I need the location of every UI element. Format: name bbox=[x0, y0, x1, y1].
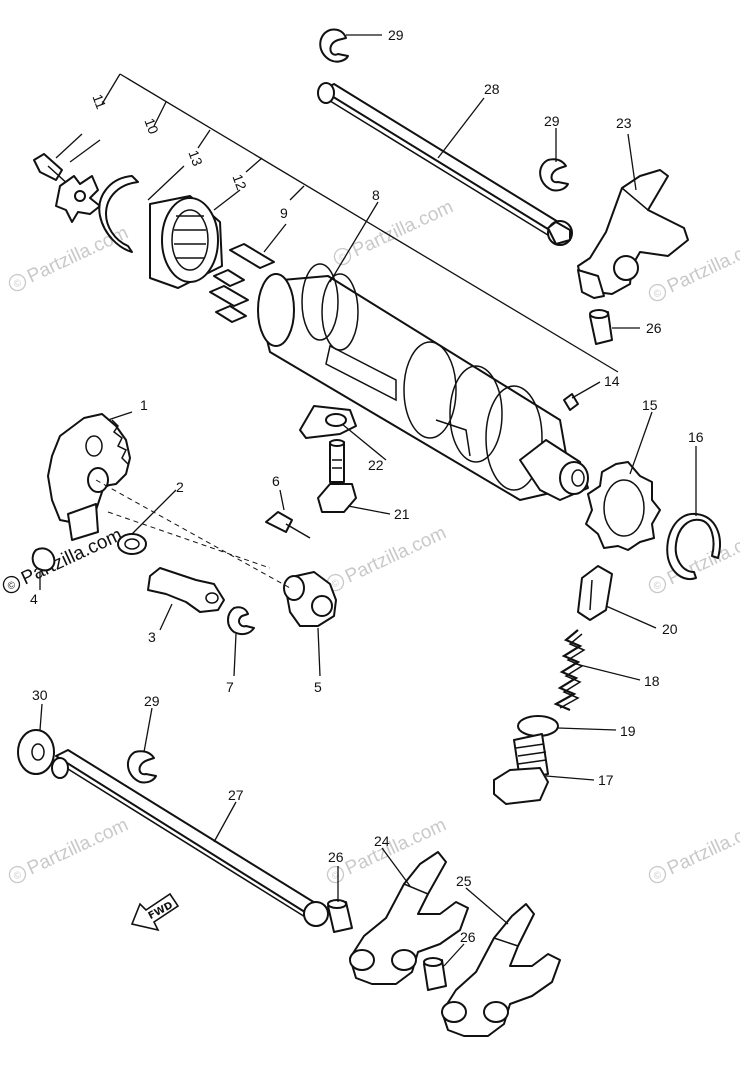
part-26-pin-top bbox=[589, 309, 613, 345]
alignment-line bbox=[107, 511, 271, 569]
callout-17: 17 bbox=[598, 772, 614, 788]
svg-text:©: © bbox=[652, 579, 664, 592]
svg-text:©: © bbox=[12, 277, 24, 290]
callout-25: 25 bbox=[456, 873, 472, 889]
part-1-segment-plate bbox=[47, 413, 131, 541]
svg-text:©: © bbox=[652, 287, 664, 300]
svg-text:©: © bbox=[12, 869, 24, 882]
part-6-screw bbox=[265, 511, 311, 539]
part-29-clip-top bbox=[319, 28, 349, 63]
part-20-plunger bbox=[577, 565, 613, 621]
callout-30: 30 bbox=[32, 687, 48, 703]
part-15-star-plate bbox=[585, 461, 661, 551]
svg-text:Partzilla.com: Partzilla.com bbox=[24, 222, 131, 287]
part-25-shift-fork bbox=[441, 903, 561, 1037]
callout-16: 16 bbox=[688, 429, 704, 445]
watermark: © Partzilla.com bbox=[648, 814, 740, 884]
callout-8: 8 bbox=[372, 187, 380, 203]
callout-10: 10 bbox=[141, 116, 161, 136]
callout-23: 23 bbox=[616, 115, 632, 131]
part-22-plate bbox=[299, 405, 357, 439]
callout-20: 20 bbox=[662, 621, 678, 637]
callout-28: 28 bbox=[484, 81, 500, 97]
callout-27: 27 bbox=[228, 787, 244, 803]
watermark: © Partzilla.com bbox=[333, 196, 457, 266]
part-27-shift-shaft bbox=[51, 749, 329, 927]
callout-22: 22 bbox=[368, 457, 384, 473]
watermark: © Partzilla.com bbox=[8, 814, 132, 884]
callout-labels: 29 28 29 23 11 10 13 12 9 8 26 14 15 16 … bbox=[30, 27, 704, 945]
callout-24: 24 bbox=[374, 833, 390, 849]
callout-7: 7 bbox=[226, 679, 234, 695]
callout-9: 9 bbox=[280, 205, 288, 221]
callout-26-bottom: 26 bbox=[460, 929, 476, 945]
callout-12: 12 bbox=[229, 172, 249, 192]
svg-text:©: © bbox=[652, 869, 664, 882]
callout-15: 15 bbox=[642, 397, 658, 413]
fwd-direction-arrow: FWD bbox=[130, 892, 180, 932]
watermark: © Partzilla.com bbox=[648, 524, 740, 594]
svg-text:Partzilla.com: Partzilla.com bbox=[24, 814, 131, 879]
part-28-shift-shaft bbox=[317, 82, 573, 246]
callout-14: 14 bbox=[604, 373, 620, 389]
part-10-stopper-plate bbox=[55, 175, 101, 223]
callout-3: 3 bbox=[148, 629, 156, 645]
callout-11: 11 bbox=[89, 92, 109, 111]
part-7-circlip bbox=[227, 606, 255, 636]
part-2-oil-seal bbox=[117, 533, 147, 555]
part-29-clip-bottom bbox=[127, 750, 157, 784]
part-14-pin bbox=[563, 393, 579, 411]
part-4-washer bbox=[31, 547, 56, 572]
part-5-cam bbox=[283, 571, 337, 627]
part-17-plug bbox=[493, 733, 549, 805]
svg-text:©: © bbox=[6, 579, 18, 592]
part-26-pin-bottom bbox=[423, 957, 447, 991]
callout-18: 18 bbox=[644, 673, 660, 689]
watermark-dark: © Partzilla.com bbox=[2, 524, 126, 594]
callout-29-mid: 29 bbox=[544, 113, 560, 129]
callout-26-middle: 26 bbox=[328, 849, 344, 865]
callout-2: 2 bbox=[176, 479, 184, 495]
watermark: © Partzilla.com bbox=[326, 522, 450, 592]
svg-text:©: © bbox=[330, 577, 342, 590]
svg-text:©: © bbox=[337, 251, 349, 264]
alignment-line bbox=[95, 479, 291, 589]
part-13-circlip bbox=[98, 175, 139, 253]
leader-lines bbox=[39, 34, 697, 967]
part-18-spring bbox=[553, 629, 586, 712]
svg-text:©: © bbox=[330, 869, 342, 882]
callout-29-top: 29 bbox=[388, 27, 404, 43]
part-24-shift-fork bbox=[349, 851, 469, 985]
svg-text:Partzilla.com: Partzilla.com bbox=[342, 522, 449, 587]
part-26-pin-middle bbox=[327, 899, 353, 933]
callout-29-bottom: 29 bbox=[144, 693, 160, 709]
callout-19: 19 bbox=[620, 723, 636, 739]
part-30-washer bbox=[17, 729, 55, 775]
part-16-circlip bbox=[666, 512, 721, 580]
part-12-bearing bbox=[149, 195, 223, 289]
part-8-shift-drum bbox=[257, 263, 589, 501]
part-11-screw bbox=[33, 153, 71, 187]
callout-5: 5 bbox=[314, 679, 322, 695]
callout-26-top: 26 bbox=[646, 320, 662, 336]
part-23-shift-fork bbox=[577, 169, 689, 299]
group-bracket-line bbox=[119, 73, 619, 373]
callout-6: 6 bbox=[272, 473, 280, 489]
callout-1: 1 bbox=[140, 397, 148, 413]
part-21-bolt bbox=[317, 439, 357, 513]
callout-13: 13 bbox=[185, 148, 205, 168]
callout-21: 21 bbox=[394, 506, 410, 522]
callout-4: 4 bbox=[30, 591, 38, 607]
part-9-pins bbox=[209, 243, 275, 323]
svg-text:Partzilla.com: Partzilla.com bbox=[349, 196, 456, 261]
svg-text:Partzilla.com: Partzilla.com bbox=[664, 814, 740, 879]
part-3-lever bbox=[147, 567, 225, 613]
part-29-clip-mid bbox=[539, 158, 569, 192]
part-19-washer bbox=[517, 715, 559, 737]
